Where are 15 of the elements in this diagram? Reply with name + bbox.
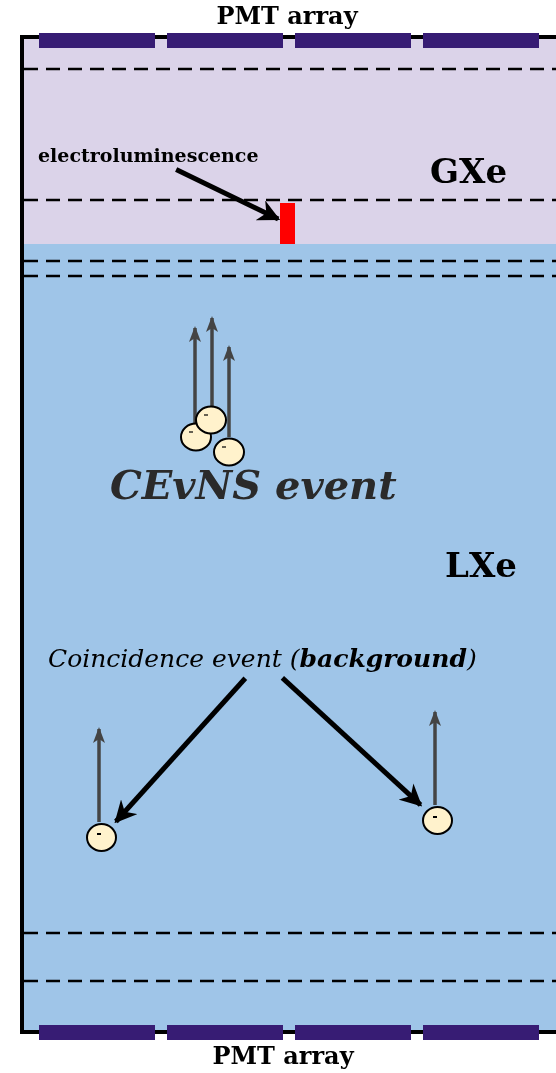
electron-circle bbox=[86, 823, 117, 852]
arrow bbox=[114, 676, 248, 824]
region-label: LXe bbox=[445, 546, 517, 586]
callout-text: electroluminescence bbox=[38, 145, 259, 167]
array-label: PMT array bbox=[216, 2, 358, 30]
event-caption: Coincidence event (background) bbox=[48, 645, 477, 674]
arrow bbox=[175, 167, 281, 222]
region-band bbox=[20, 35, 556, 244]
region-label: GXe bbox=[430, 152, 508, 192]
electroluminescence-bar bbox=[280, 203, 295, 244]
array-label: PMT array bbox=[212, 1042, 354, 1070]
event-label: CEvNS event bbox=[110, 462, 397, 508]
electron-circle bbox=[422, 806, 453, 835]
arrow bbox=[280, 675, 423, 807]
region-band bbox=[20, 244, 556, 1034]
